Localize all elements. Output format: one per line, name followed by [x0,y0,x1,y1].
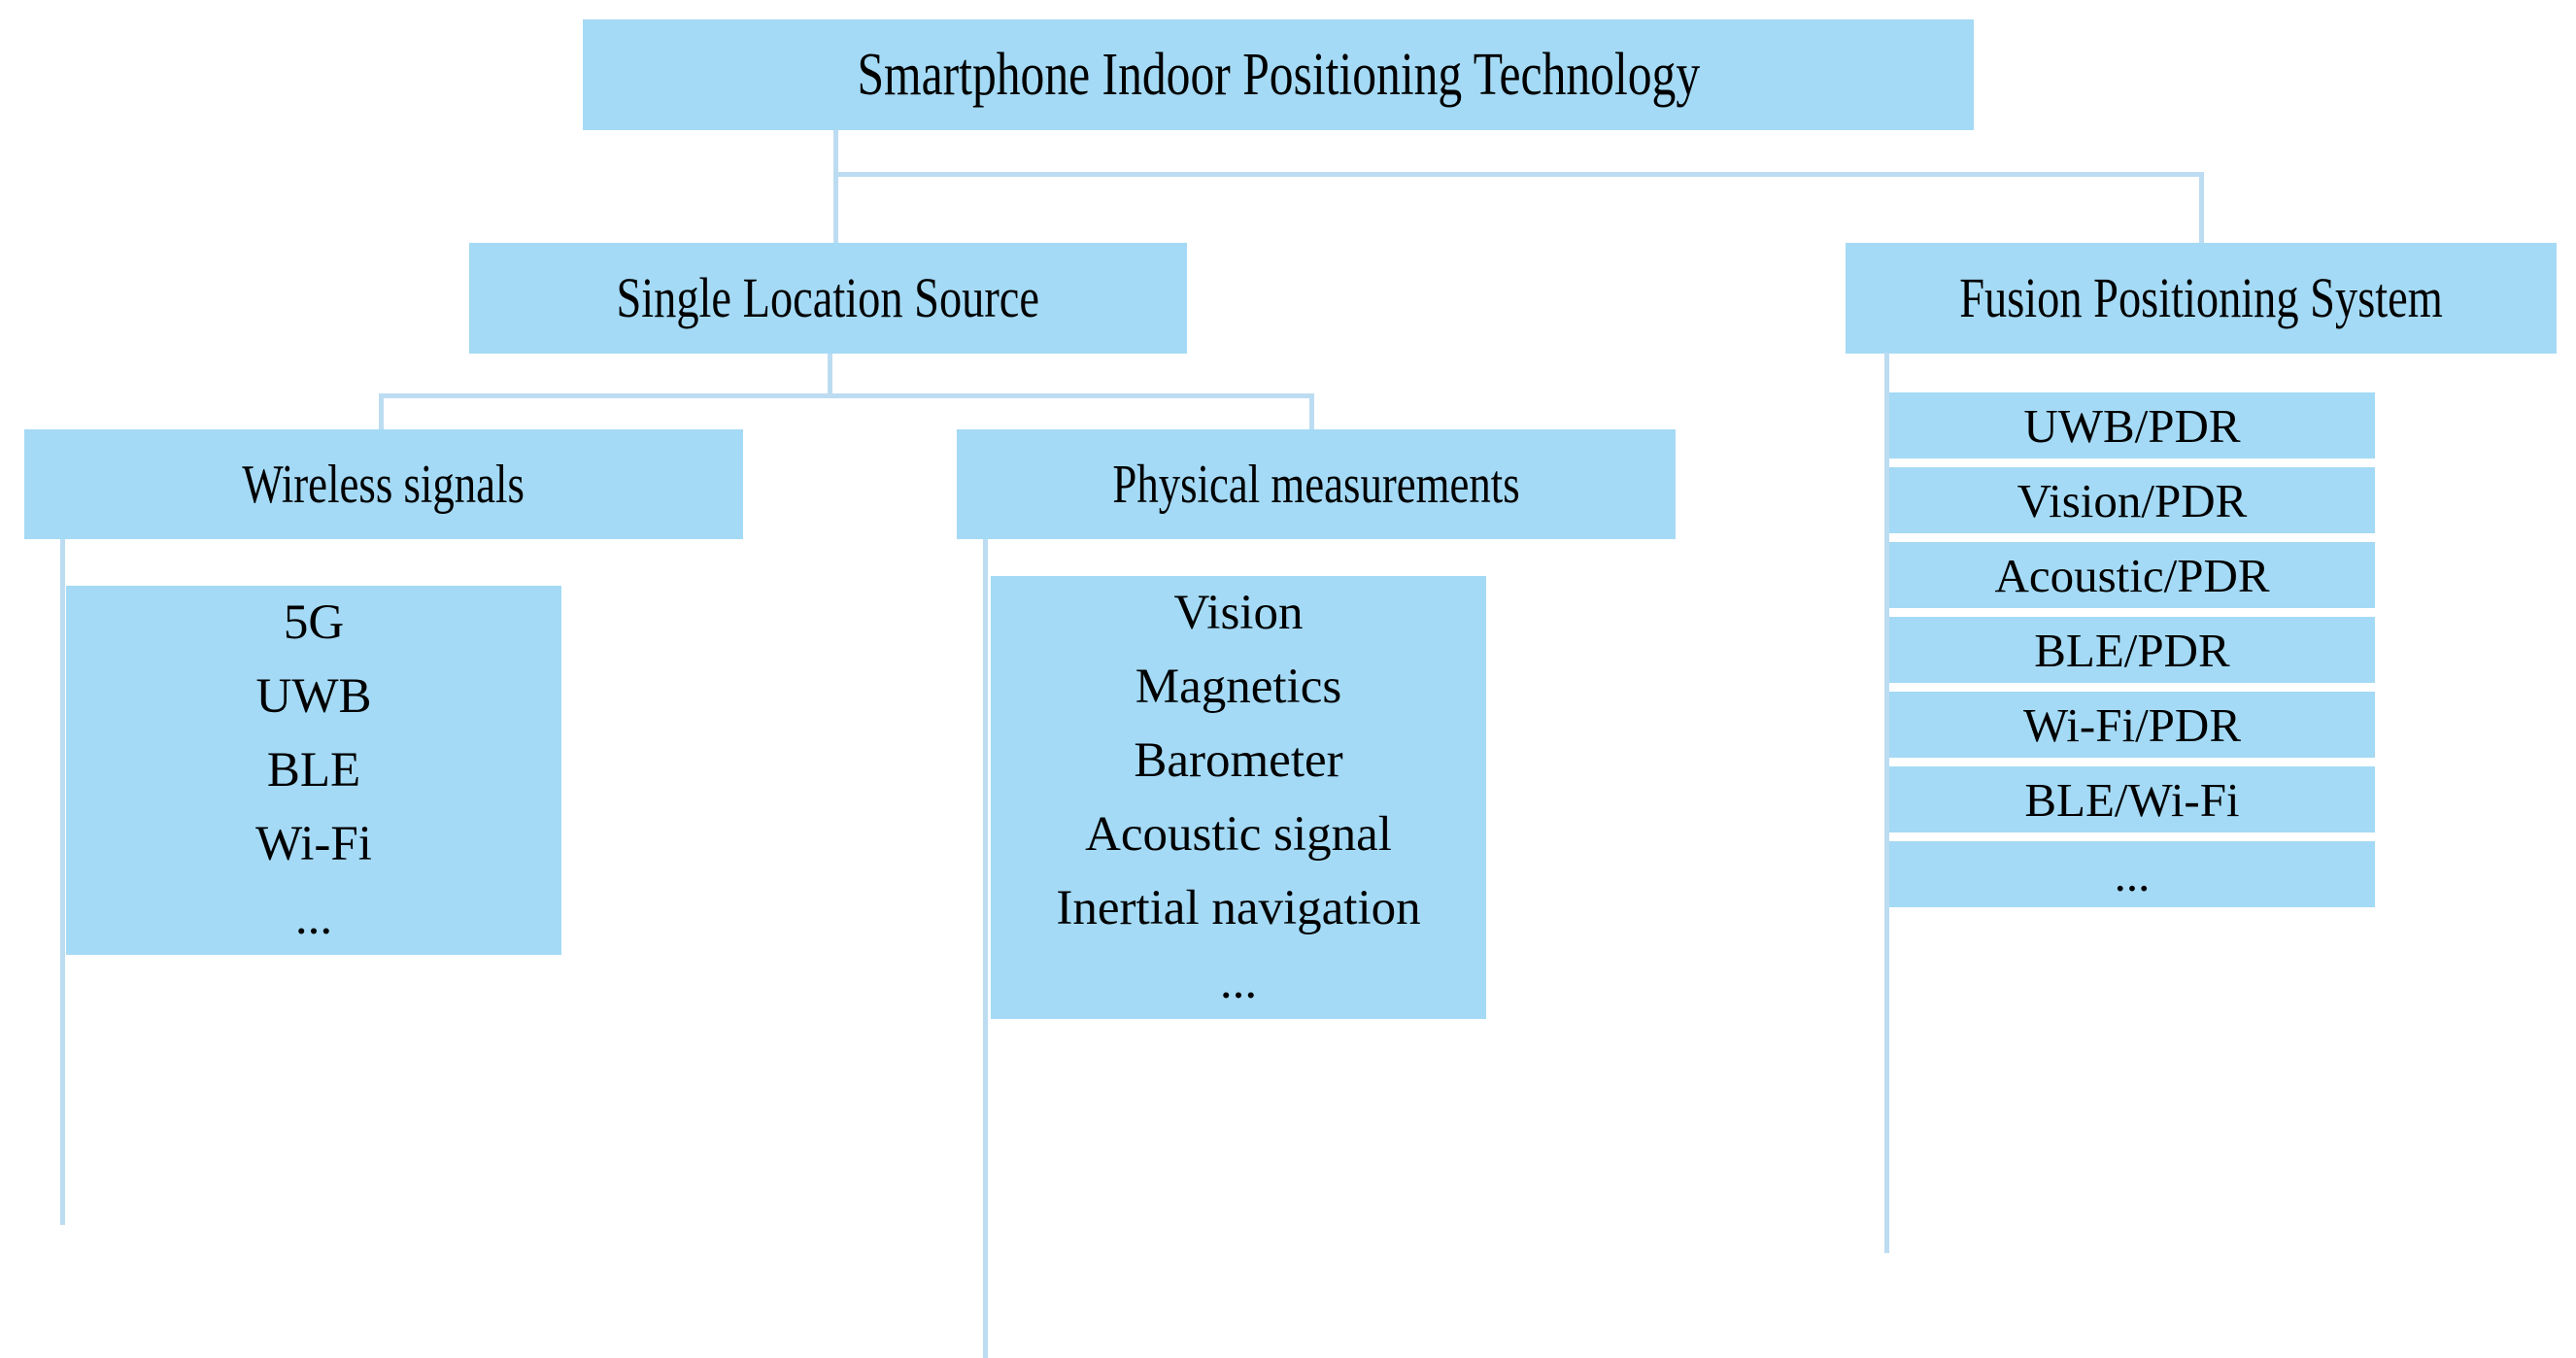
leaf-fusion-1: Vision/PDR [1889,467,2375,533]
leaf-fusion-6: ... [1889,841,2375,907]
connector-drop-wireless [379,393,384,432]
leaf-physical-2-label: Barometer [1134,732,1343,788]
leaf-physical-0: Vision [991,576,1486,650]
node-wireless-signals: Wireless signals [24,429,743,539]
leaf-physical-1: Magnetics [991,650,1486,724]
connector-spine-physical [983,539,988,1358]
leaf-fusion-2-label: Acoustic/PDR [1994,548,2270,602]
leaf-fusion-1-label: Vision/PDR [2017,473,2248,527]
leaf-physical-4: Inertial navigation [991,871,1486,945]
leaf-fusion-2: Acoustic/PDR [1889,542,2375,608]
leaf-wireless-3: Wi-Fi [66,807,561,881]
node-root-label: Smartphone Indoor Positioning Technology [857,42,1700,108]
leaf-fusion-0-label: UWB/PDR [2023,398,2241,453]
leaf-wireless-0-label: 5G [283,594,345,650]
connector-spine-wireless [60,539,65,1225]
connector-spine-fusion [1884,353,1889,1253]
leaf-wireless-1: UWB [66,660,561,733]
node-fusion-positioning-system: Fusion Positioning System [1846,243,2557,354]
connector-top-bus [833,172,2204,177]
leaf-fusion-4-label: Wi-Fi/PDR [2022,697,2242,752]
leaf-wireless-3-label: Wi-Fi [255,816,372,871]
leaf-physical-4-label: Inertial navigation [1056,880,1421,935]
leaf-wireless-1-label: UWB [255,668,372,724]
node-fusion-positioning-system-label: Fusion Positioning System [1959,266,2443,329]
connector-single-stem [828,354,832,396]
leaf-wireless-4: ... [66,881,561,955]
leaf-physical-5: ... [991,945,1486,1019]
leaf-physical-5-label: ... [1219,954,1258,1009]
node-single-location-source-label: Single Location Source [616,266,1040,329]
leaf-fusion-5-label: BLE/Wi-Fi [2024,772,2240,827]
leaf-physical-1-label: Magnetics [1135,659,1342,714]
leaf-fusion-6-label: ... [2114,847,2151,901]
node-root: Smartphone Indoor Positioning Technology [583,19,1974,130]
connector-root-stem [833,130,838,175]
leaf-fusion-3-label: BLE/PDR [2034,623,2230,677]
leaf-physical-0-label: Vision [1173,585,1304,640]
connector-drop-fusion [2199,172,2204,246]
leaf-wireless-4-label: ... [294,890,333,945]
node-single-location-source: Single Location Source [469,243,1187,354]
leaf-wireless-0: 5G [66,586,561,660]
leaf-fusion-0: UWB/PDR [1889,392,2375,458]
leaf-wireless-2: BLE [66,733,561,807]
node-physical-measurements: Physical measurements [957,429,1676,539]
leaf-physical-3-label: Acoustic signal [1085,806,1392,862]
leaf-fusion-5: BLE/Wi-Fi [1889,766,2375,832]
leaf-fusion-3: BLE/PDR [1889,617,2375,683]
leaf-wireless-2-label: BLE [266,742,361,798]
leaf-fusion-4: Wi-Fi/PDR [1889,692,2375,758]
connector-level2-bus [379,393,1313,398]
node-wireless-signals-label: Wireless signals [242,454,525,515]
connector-drop-single [833,172,838,246]
connector-drop-physical [1309,393,1314,432]
node-physical-measurements-label: Physical measurements [1112,454,1520,515]
leaf-physical-2: Barometer [991,724,1486,798]
leaf-physical-3: Acoustic signal [991,798,1486,871]
